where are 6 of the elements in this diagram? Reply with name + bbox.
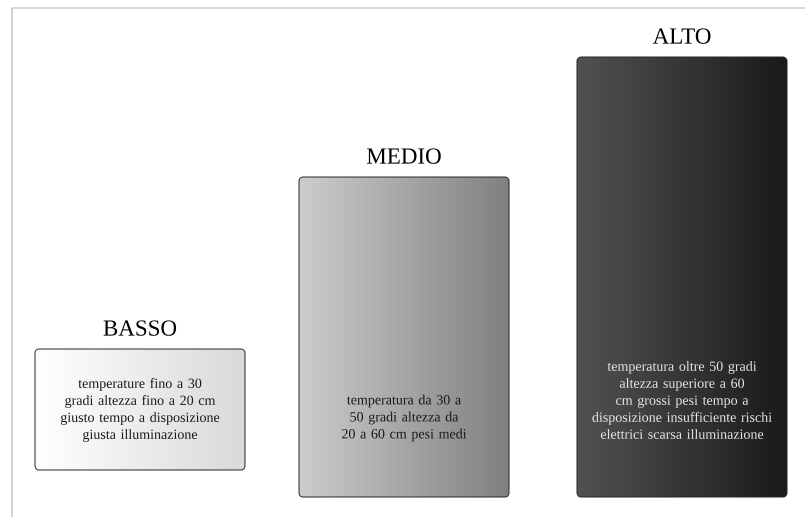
level-heading: BASSO xyxy=(104,320,176,336)
level-heading: ALTO xyxy=(652,28,710,44)
level-box: temperatura da 30 a 50 gradi altezza da 20 a 60 cm pesi medi xyxy=(298,176,510,498)
level-heading: MEDIO xyxy=(366,148,441,164)
level-box: temperatura oltre 50 gradi altezza superiore a 60 cm grossi pesi tempo a disposizione insufficiente rischi elettrici scarsa illuminazione xyxy=(576,56,788,498)
level-box: temperature fino a 30 gradi altezza fino a 20 cm giusto tempo a disposizione giusta illuminazione xyxy=(34,348,246,470)
